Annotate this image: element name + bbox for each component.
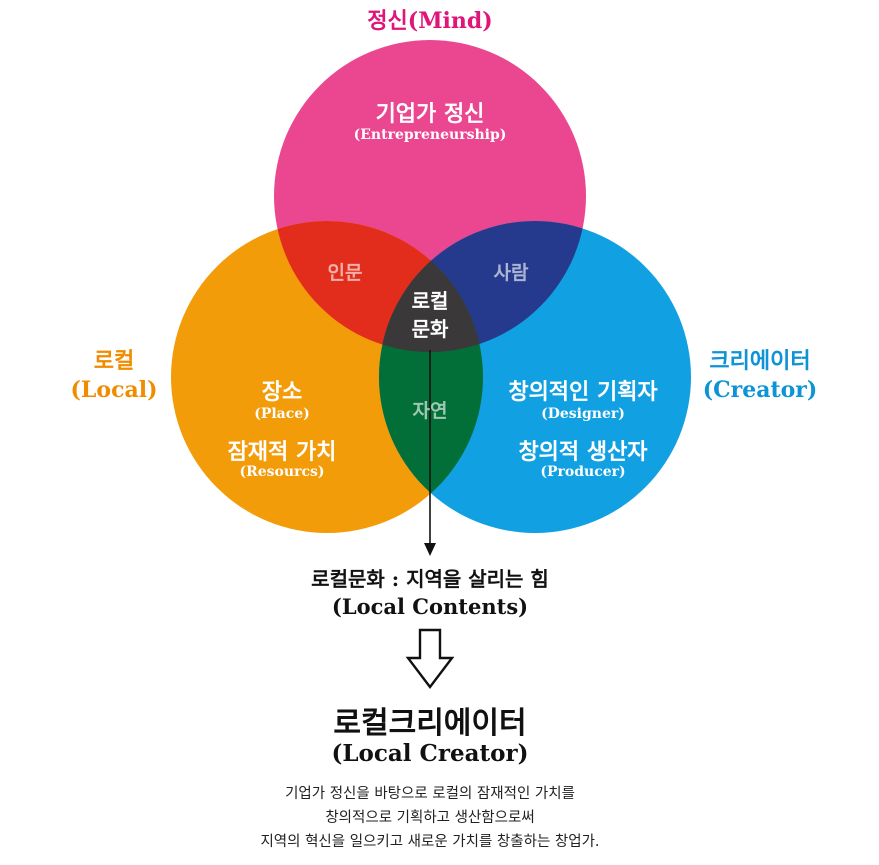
center-label-line1: 로컬 <box>411 289 449 313</box>
overlap-mind-creator: 사람 <box>493 262 529 284</box>
local-item1-sub: (Place) <box>254 406 310 422</box>
creator-item1-title: 창의적인 기획자 <box>508 379 658 405</box>
center-overlap <box>379 221 483 352</box>
arrow-down-line-icon <box>424 350 436 556</box>
local-item1-title: 장소 <box>261 379 303 405</box>
creator-item2-title: 창의적 생산자 <box>518 439 648 465</box>
center-label-line2: 문화 <box>411 317 449 341</box>
conclusion-title-en: (Local Creator) <box>331 740 529 767</box>
mind-title: 기업가 정신 <box>375 101 485 127</box>
result-label-en: (Local Contents) <box>331 594 529 619</box>
conclusion-line1: 기업가 정신을 바탕으로 로컬의 잠재적인 가치를 <box>285 786 575 802</box>
mind-label: 정신(Mind) <box>367 8 493 34</box>
conclusion-line3: 지역의 혁신을 일으키고 새로운 가치를 창출하는 창업가. <box>260 834 600 850</box>
hollow-down-arrow-icon <box>405 628 455 689</box>
local-label-en: (Local) <box>70 377 158 403</box>
local-item2-title: 잠재적 가치 <box>227 439 337 465</box>
creator-label-ko: 크리에이터 <box>709 348 811 374</box>
conclusion-title: 로컬크리에이터 <box>333 706 527 741</box>
creator-item1-sub: (Designer) <box>541 406 625 422</box>
overlap-mind-local: 인문 <box>327 262 363 284</box>
result-label: 로컬문화 : 지역을 살리는 힘 <box>311 567 549 591</box>
mind-subtitle: (Entrepreneurship) <box>353 127 507 143</box>
creator-label-en: (Creator) <box>702 377 818 403</box>
overlap-local-creator: 자연 <box>412 400 448 422</box>
local-label-ko: 로컬 <box>93 348 135 374</box>
creator-item2-sub: (Producer) <box>540 464 626 480</box>
conclusion-line2: 창의적으로 기획하고 생산함으로써 <box>325 810 535 826</box>
local-item2-sub: (Resourcs) <box>239 464 325 480</box>
